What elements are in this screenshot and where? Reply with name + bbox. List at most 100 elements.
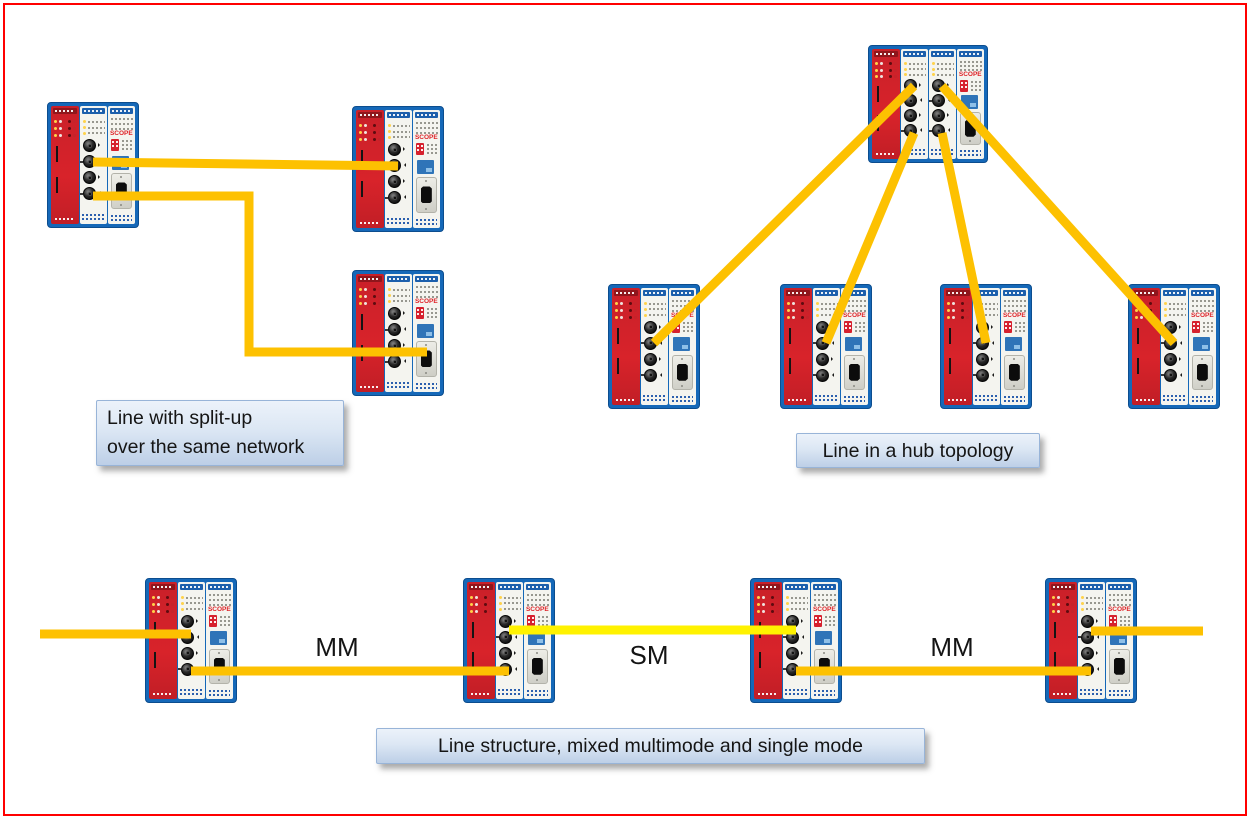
micro-text xyxy=(527,620,534,623)
status-led-row xyxy=(54,127,77,131)
led-red xyxy=(1154,316,1158,320)
micro-text xyxy=(1163,399,1186,401)
signal-arrow-icon xyxy=(98,175,102,180)
led-yellow xyxy=(470,603,473,607)
micro-text xyxy=(981,314,998,317)
micro-text xyxy=(393,300,410,303)
led-label-row xyxy=(181,601,203,605)
led-white xyxy=(620,316,623,320)
led-group xyxy=(801,309,810,313)
led-group xyxy=(470,596,478,600)
scope-label: SCOPE xyxy=(1190,311,1214,319)
micro-text xyxy=(843,396,865,398)
micro-text xyxy=(643,399,666,401)
led-yellow xyxy=(152,603,155,607)
st-fiber-connector xyxy=(976,320,990,334)
connector-core xyxy=(820,373,825,378)
hub-leaf-3: SCOPE xyxy=(940,284,1032,409)
splitup-device-left: SCOPE xyxy=(47,102,139,228)
micro-text xyxy=(416,309,423,312)
connector-core xyxy=(503,651,508,656)
led-group xyxy=(771,603,780,607)
line-device-4: SCOPE xyxy=(1045,578,1137,703)
led-label-row xyxy=(904,67,926,71)
led-dark xyxy=(961,302,965,306)
micro-text xyxy=(415,127,438,130)
status-led-row xyxy=(1135,302,1158,306)
led-label-row xyxy=(1108,594,1131,597)
led-red xyxy=(489,610,493,614)
micro-text xyxy=(387,222,410,224)
st-fiber-connector xyxy=(83,187,97,201)
led-red xyxy=(489,603,493,607)
micro-text xyxy=(416,145,423,148)
micro-text xyxy=(415,291,438,294)
led-label-row xyxy=(208,598,231,601)
led-white xyxy=(620,309,623,313)
led-group xyxy=(629,309,638,313)
micro-text xyxy=(672,322,679,325)
led-label-row xyxy=(83,131,105,135)
red-module xyxy=(51,106,80,224)
connector-core xyxy=(936,83,941,88)
chip-notch xyxy=(425,331,432,336)
fiber-symbol-chip xyxy=(960,95,978,110)
led-group xyxy=(787,309,795,313)
led-label-row xyxy=(976,307,998,311)
led-yellow xyxy=(359,131,362,135)
led-label-row xyxy=(959,60,983,63)
led-label-row xyxy=(181,607,203,611)
channel-label xyxy=(385,196,389,199)
led-yellow xyxy=(932,67,935,71)
status-led-row xyxy=(470,610,493,614)
led-group xyxy=(1052,603,1060,607)
micro-text xyxy=(854,321,865,324)
led-yellow xyxy=(1135,302,1138,306)
led-white xyxy=(1057,596,1060,600)
dsub-plate xyxy=(208,648,230,684)
micro-text xyxy=(824,624,835,627)
micro-text xyxy=(1191,309,1214,312)
status-led-row xyxy=(1135,316,1158,320)
scope-label: SCOPE xyxy=(842,311,866,319)
micro-text xyxy=(110,123,133,126)
led-yellow xyxy=(1135,309,1138,313)
fiber-module-title xyxy=(643,290,666,296)
led-white xyxy=(762,610,765,614)
dsub-plate xyxy=(526,648,548,684)
signal-arrow-icon xyxy=(513,666,518,671)
micro-text xyxy=(1086,602,1103,605)
led-yellow xyxy=(499,601,503,605)
led-group xyxy=(484,610,493,614)
connector-core xyxy=(1085,635,1090,640)
led-white xyxy=(59,120,62,124)
st-fiber-connector xyxy=(388,191,402,205)
led-red xyxy=(73,127,77,131)
dsub-module-title xyxy=(109,108,133,114)
micro-text xyxy=(1108,603,1131,606)
red-module xyxy=(612,288,641,405)
switch-slot xyxy=(877,115,879,131)
dsub-module-title xyxy=(207,584,231,590)
status-led-row xyxy=(875,68,898,72)
switch-slot xyxy=(949,327,951,344)
status-led-row xyxy=(152,603,175,607)
led-white xyxy=(620,302,623,306)
micro-text xyxy=(121,148,132,151)
fiber-symbol-chip xyxy=(1192,337,1210,352)
led-yellow xyxy=(1052,603,1055,607)
led-label-row xyxy=(526,603,549,606)
led-group xyxy=(484,596,493,600)
led-dark xyxy=(1066,610,1070,614)
led-yellow xyxy=(1081,607,1085,611)
led-label-row xyxy=(932,62,954,66)
dsub-module-title xyxy=(525,584,549,590)
led-yellow xyxy=(875,62,878,66)
fiber-module xyxy=(783,582,810,699)
signal-arrow-icon xyxy=(195,634,200,639)
micro-text xyxy=(360,278,381,280)
micro-text xyxy=(219,615,230,618)
connector-core xyxy=(87,143,92,148)
connector-core xyxy=(980,373,985,378)
